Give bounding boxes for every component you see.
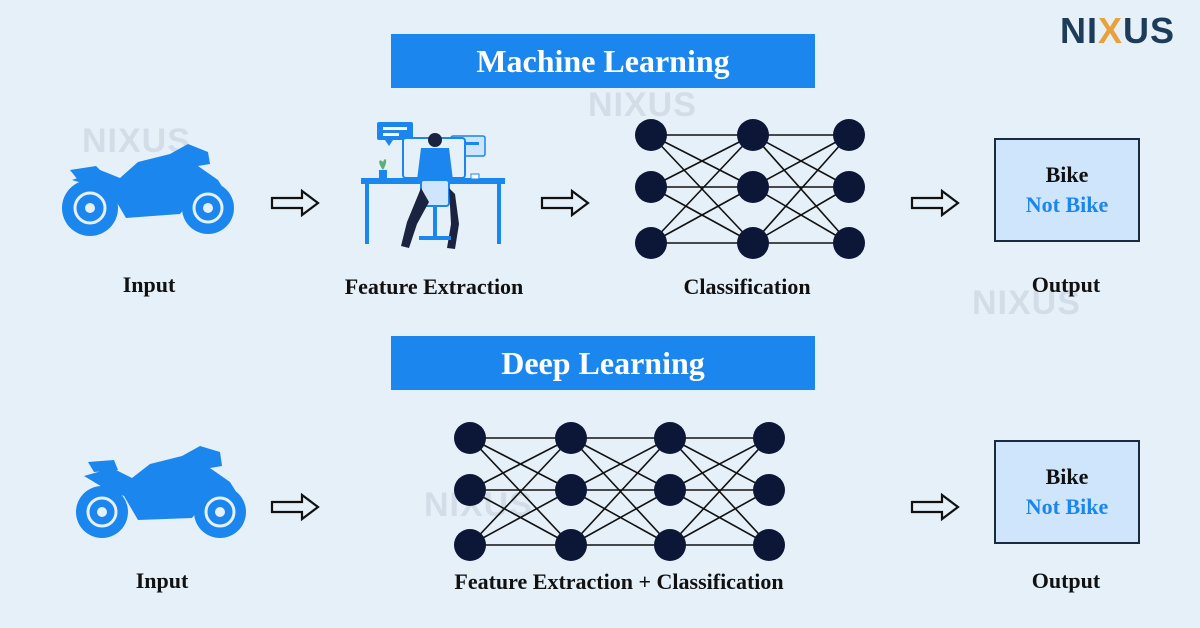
network-node bbox=[833, 227, 865, 259]
ml-feature-extraction-label: Feature Extraction bbox=[344, 274, 524, 299]
network-node bbox=[654, 474, 686, 506]
neural-network-icon bbox=[635, 119, 865, 259]
logo-text-right: US bbox=[1123, 10, 1176, 51]
network-connection bbox=[752, 134, 850, 244]
network-node bbox=[737, 171, 769, 203]
network-node bbox=[753, 422, 785, 454]
network-node bbox=[654, 422, 686, 454]
network-node bbox=[555, 529, 587, 561]
ml-classification-label: Classification bbox=[683, 274, 811, 299]
network-node bbox=[635, 171, 667, 203]
network-node bbox=[555, 422, 587, 454]
network-connection bbox=[650, 134, 754, 244]
deep-learning-title: Deep Learning bbox=[391, 336, 815, 390]
network-node bbox=[737, 119, 769, 151]
network-connection bbox=[650, 134, 754, 188]
network-node bbox=[833, 119, 865, 151]
neural-network-icon bbox=[454, 422, 785, 561]
network-node bbox=[635, 227, 667, 259]
logo-text-left: NI bbox=[1060, 10, 1098, 51]
arrow-right-icon bbox=[270, 188, 320, 218]
watermark: NIXUS bbox=[588, 86, 697, 124]
person-at-computer-icon bbox=[361, 122, 505, 249]
dl-output-not-bike: Not Bike bbox=[1025, 494, 1109, 519]
dl-input-label: Input bbox=[135, 568, 189, 593]
motorcycle-icon bbox=[76, 446, 246, 538]
dl-combined-label: Feature Extraction + Classification bbox=[454, 569, 784, 594]
network-connection bbox=[669, 437, 770, 491]
dl-output-box: Bike Not Bike bbox=[994, 440, 1140, 544]
brand-logo: NIXUS bbox=[1060, 10, 1175, 52]
arrow-right-icon bbox=[540, 188, 590, 218]
network-node bbox=[737, 227, 769, 259]
network-connection bbox=[669, 437, 770, 546]
network-connection bbox=[752, 134, 850, 188]
ml-output-label: Output bbox=[1031, 272, 1101, 297]
network-node bbox=[555, 474, 587, 506]
machine-learning-title: Machine Learning bbox=[391, 34, 815, 88]
ml-output-box: Bike Not Bike bbox=[994, 138, 1140, 242]
network-connection bbox=[570, 437, 671, 546]
network-connection bbox=[469, 489, 572, 546]
dl-output-label: Output bbox=[1031, 568, 1101, 593]
network-connection bbox=[650, 186, 754, 244]
network-node bbox=[454, 529, 486, 561]
arrow-right-icon bbox=[910, 492, 960, 522]
network-node bbox=[753, 529, 785, 561]
ml-output-not-bike: Not Bike bbox=[1025, 192, 1109, 217]
logo-text-x: X bbox=[1098, 10, 1124, 51]
motorcycle-icon bbox=[62, 144, 234, 236]
arrow-right-icon bbox=[910, 188, 960, 218]
network-node bbox=[753, 474, 785, 506]
ml-input-label: Input bbox=[122, 272, 176, 297]
network-connection bbox=[669, 489, 770, 546]
network-connection bbox=[570, 489, 671, 546]
network-connection bbox=[570, 437, 671, 491]
network-connection bbox=[469, 437, 572, 491]
network-connection bbox=[752, 186, 850, 244]
watermark: NIXUS bbox=[972, 284, 1081, 322]
network-node bbox=[833, 171, 865, 203]
network-node bbox=[454, 474, 486, 506]
network-node bbox=[635, 119, 667, 151]
network-node bbox=[654, 529, 686, 561]
ml-output-bike: Bike bbox=[1045, 162, 1089, 187]
arrow-right-icon bbox=[270, 492, 320, 522]
network-node bbox=[454, 422, 486, 454]
network-connection bbox=[469, 437, 572, 546]
dl-output-bike: Bike bbox=[1045, 464, 1089, 489]
